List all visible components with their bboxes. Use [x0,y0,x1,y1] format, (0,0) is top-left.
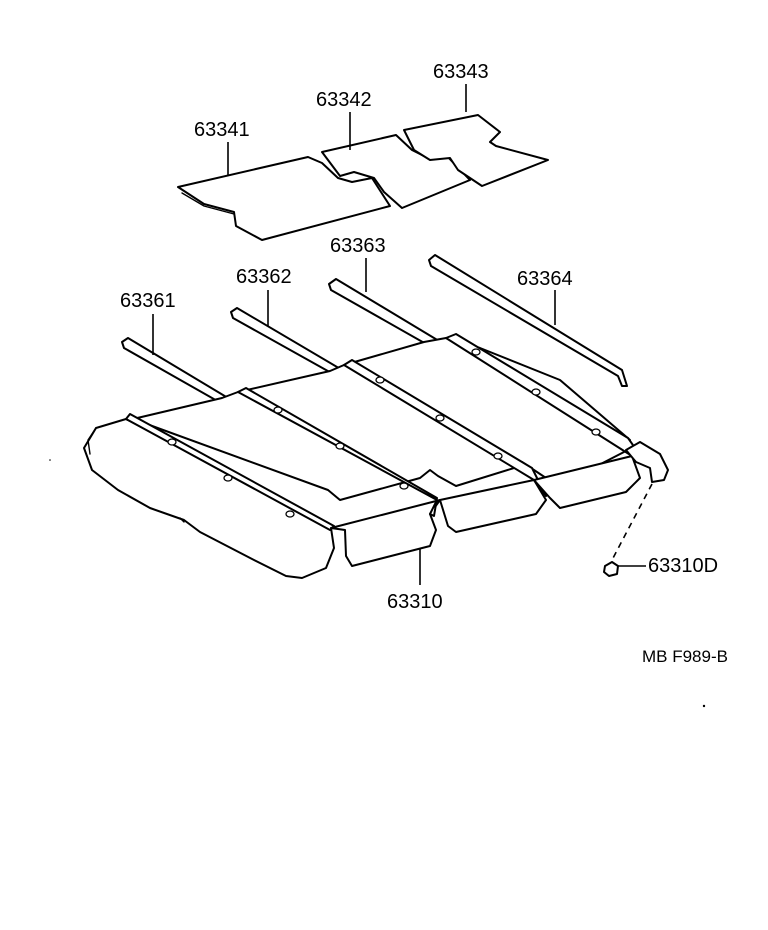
figure-reference: MB F989-B [642,647,728,666]
pad-63341 [177,156,391,241]
scan-speck [702,704,706,708]
label-63341: 63341 [194,119,250,141]
label-63343: 63343 [433,61,489,83]
leader-lines [152,84,646,585]
pad-63343 [403,114,549,187]
label-63342: 63342 [316,89,372,111]
pad-63342 [321,134,471,209]
label-63310d: 63310D [648,555,718,577]
scan-speck [49,459,51,461]
label-63361: 63361 [120,290,176,312]
label-63362: 63362 [236,266,292,288]
label-63310: 63310 [387,591,443,613]
clip-63310d [603,483,653,577]
label-63363: 63363 [330,235,386,257]
trim-63364 [428,254,628,387]
shelf-63310 [83,333,669,579]
label-63364: 63364 [517,268,573,290]
